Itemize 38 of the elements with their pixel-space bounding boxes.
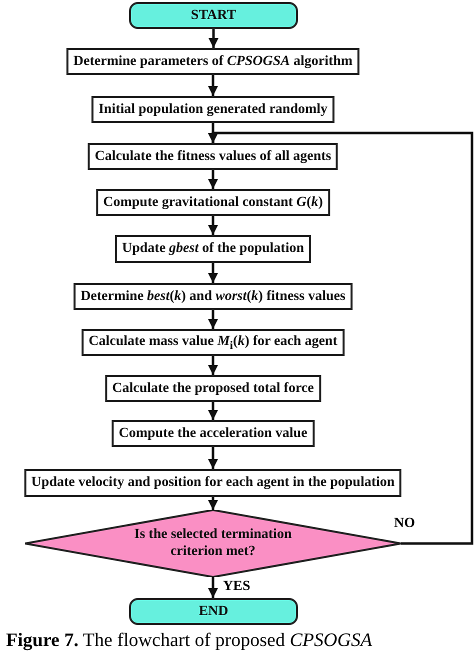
node-text: Compute gravitational constant G(k) [103,194,323,210]
process-box [24,469,402,497]
process-box [112,420,314,447]
arrow [208,170,218,189]
process-box [91,96,335,123]
process-box [74,283,352,310]
arrow [208,497,218,510]
arrow [208,29,218,48]
node-text: Calculate the proposed total force [112,380,314,396]
node-text: Update velocity and position for each agent in the population [31,475,395,491]
process-box [88,143,338,170]
arrow [208,447,218,469]
process-box [114,235,312,263]
node-text: Is the selected termination criterion met? [133,526,293,560]
arrow [208,132,474,545]
terminal-box [129,2,298,29]
node-text: Initial population generated randomly [98,102,328,118]
node-text: Determine best(k) and worst(k) fitness values [80,288,346,304]
terminal-box [129,598,298,625]
node-text: Compute the acceleration value [118,426,308,442]
arrow [208,356,218,375]
arrow [208,75,218,96]
process-box [82,329,344,356]
node-text: START [190,8,236,24]
process-box [96,189,330,216]
arrow [208,402,218,420]
node-text: Update gbest of the population [122,241,304,257]
arrow [208,310,218,329]
node-text: Determine parameters of CPSOGSA algorithm [73,54,353,70]
arrow [208,263,218,283]
node-text: Calculate mass value M$_{i}$(k) for each agent [88,334,338,352]
node-text: Calculate the fitness values of all agents [94,148,332,164]
arrow [208,577,218,598]
figure-caption: Figure 7. The flowchart of proposed CPSOGSA [6,630,372,652]
arrow [208,216,218,235]
process-box [66,48,360,75]
process-box [105,375,321,402]
node-text: END [198,604,228,620]
